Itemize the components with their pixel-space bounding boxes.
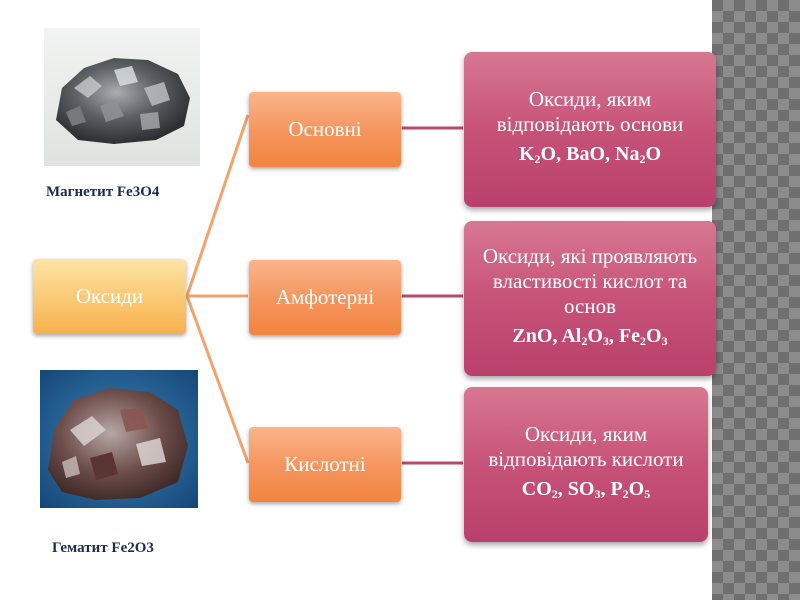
formula-subscript: 3 bbox=[594, 487, 601, 501]
description-box-kyslotni: Оксиди, яким відповідають кислоти CO2, S… bbox=[464, 387, 708, 542]
description-text: Оксиди, яким відповідають кислоти bbox=[488, 422, 684, 471]
category-box-osnovni: Основні bbox=[249, 92, 401, 167]
formula-text: ZnO, Al2O3, Fe2O3 bbox=[512, 324, 668, 348]
magnetite-caption: Магнетит Fe3O4 bbox=[46, 184, 160, 200]
root-label: Оксиди bbox=[75, 284, 144, 308]
category-box-amfoterni: Амфотерні bbox=[249, 260, 401, 335]
formula-subscript: 3 bbox=[602, 333, 609, 348]
formula-subscript: 5 bbox=[644, 487, 651, 501]
formula-subscript: 2 bbox=[640, 333, 646, 348]
hematite-image bbox=[40, 370, 198, 508]
formula-subscript: 2 bbox=[551, 487, 558, 501]
description-text: Оксиди, які проявляють властивості кисло… bbox=[482, 243, 698, 318]
root-box-oksydy: Оксиди bbox=[33, 259, 186, 334]
hematite-caption: Гематит Fe2O3 bbox=[52, 540, 154, 556]
formula-text: CO2, SO3, P2O5 bbox=[521, 478, 651, 501]
formula-subscript: 2 bbox=[622, 487, 629, 501]
description-text: Оксиди, яким відповідають основи bbox=[496, 87, 684, 136]
category-label: Основні bbox=[288, 117, 362, 141]
magnetite-image bbox=[44, 28, 200, 166]
description-box-osnovni: Оксиди, яким відповідають основи K2O, Ba… bbox=[464, 52, 716, 207]
formula-subscript: 2 bbox=[581, 333, 588, 348]
category-label: Кислотні bbox=[284, 452, 366, 476]
formula-subscript: 3 bbox=[661, 333, 668, 348]
formula-text: K2O, BaO, Na2O bbox=[518, 143, 662, 166]
description-box-amfoterni: Оксиди, які проявляють властивості кисло… bbox=[464, 221, 716, 376]
formula-subscript: 2 bbox=[639, 152, 646, 166]
connector-root-kyslotni bbox=[185, 295, 250, 464]
category-box-kyslotni: Кислотні bbox=[249, 427, 401, 502]
formula-subscript: 2 bbox=[534, 152, 541, 166]
connector-root-osnovni bbox=[185, 114, 250, 297]
decorative-side-pattern bbox=[712, 0, 800, 600]
category-label: Амфотерні bbox=[275, 285, 375, 309]
